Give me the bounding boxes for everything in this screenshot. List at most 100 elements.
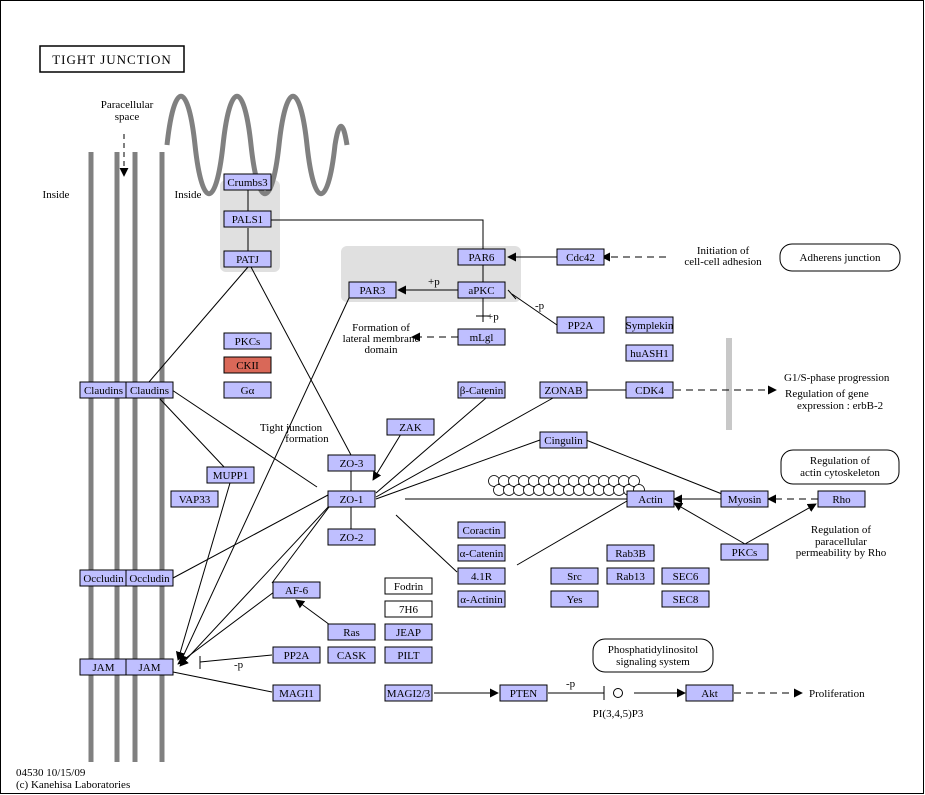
gene-label-mupp1: MUPP1 xyxy=(213,470,248,482)
gene-label-symplekin: Symplekin xyxy=(626,320,674,332)
gene-label-pilt: PILT xyxy=(397,650,419,662)
gene-node-mupp1[interactable]: MUPP1 xyxy=(206,466,255,484)
gene-node-mlgl[interactable]: mLgl xyxy=(457,328,506,346)
gene-node-magi23[interactable]: MAGI2/3 xyxy=(384,684,433,702)
gene-node-yes[interactable]: Yes xyxy=(550,590,599,608)
gene-label-coractin: Coractin xyxy=(463,525,501,537)
gene-node-apkc[interactable]: aPKC xyxy=(457,281,506,299)
pathway-phosphatidylinositol-signaling[interactable]: Phosphatidylinositol signaling system xyxy=(592,638,714,673)
gene-node-akt[interactable]: Akt xyxy=(685,684,734,702)
gene-node-rab13[interactable]: Rab13 xyxy=(606,567,655,585)
label-reg-gene-2: expression : erbB-2 xyxy=(797,400,883,412)
gene-label-claudins-a: Claudins xyxy=(84,385,123,397)
gene-node-jam-b[interactable]: JAM xyxy=(125,658,174,676)
label-tj-formation-2: formation xyxy=(285,433,329,445)
gene-label-zonab: ZONAB xyxy=(545,385,583,397)
gene-node-ras[interactable]: Ras xyxy=(327,623,376,641)
label-initiation: Initiation of xyxy=(697,245,750,257)
gene-node-r41[interactable]: 4.1R xyxy=(457,567,506,585)
gene-label-claudins-b: Claudins xyxy=(130,385,169,397)
gene-node-aactinin[interactable]: α-Actinin xyxy=(457,590,506,608)
gene-node-sec6[interactable]: SEC6 xyxy=(661,567,710,585)
gene-label-myosin: Myosin xyxy=(728,494,762,506)
gene-node-symplekin[interactable]: Symplekin xyxy=(625,316,674,334)
gene-label-galpha: Gα xyxy=(241,385,255,397)
gene-label-occludin-b: Occludin xyxy=(129,573,170,585)
label-lateral-membrane: Formation of xyxy=(352,322,410,334)
gene-label-crumbs3: Crumbs3 xyxy=(227,177,268,189)
gene-node-cdc42[interactable]: Cdc42 xyxy=(556,248,605,266)
gene-label-jam-a: JAM xyxy=(92,662,114,674)
gene-node-pals1[interactable]: PALS1 xyxy=(223,210,272,228)
gene-label-src: Src xyxy=(567,571,582,583)
footer-copyright: (c) Kanehisa Laboratories xyxy=(16,779,130,791)
gene-node-zak[interactable]: ZAK xyxy=(386,418,435,436)
gene-node-pilt[interactable]: PILT xyxy=(384,646,433,664)
gene-node-coractin[interactable]: Coractin xyxy=(457,521,506,539)
gene-node-actin[interactable]: Actin xyxy=(626,490,675,508)
gene-label-pkcs-right: PKCs xyxy=(732,547,758,559)
gene-node-jeap[interactable]: JEAP xyxy=(384,623,433,641)
gene-node-claudins-a[interactable]: Claudins xyxy=(79,381,128,399)
gene-node-zonab[interactable]: ZONAB xyxy=(539,381,588,399)
gene-label-aactinin: α-Actinin xyxy=(460,594,503,606)
gene-label-fodrin: Fodrin xyxy=(394,581,424,593)
gene-label-rab3b: Rab3B xyxy=(615,548,646,560)
gene-node-fodrin[interactable]: Fodrin xyxy=(384,577,433,595)
gene-label-huash1: huASH1 xyxy=(630,348,669,360)
gene-node-pkcs-left[interactable]: PKCs xyxy=(223,332,272,350)
gene-node-ckii[interactable]: CKII xyxy=(223,356,272,374)
gene-label-h7h6: 7H6 xyxy=(399,604,418,616)
gene-node-occludin-b[interactable]: Occludin xyxy=(125,569,174,587)
gene-node-pp2a-bottom[interactable]: PP2A xyxy=(272,646,321,664)
gene-node-claudins-b[interactable]: Claudins xyxy=(125,381,174,399)
gene-node-zo3[interactable]: ZO-3 xyxy=(327,454,376,472)
gene-node-cdk4[interactable]: CDK4 xyxy=(625,381,674,399)
label-paracellular: Paracellular xyxy=(101,99,154,111)
gene-label-patj: PATJ xyxy=(236,254,260,266)
pathway-regulation-actin-cytoskeleton[interactable]: Regulation of actin cytoskeleton xyxy=(780,449,900,485)
gene-label-rab13: Rab13 xyxy=(616,571,645,583)
gene-node-cingulin[interactable]: Cingulin xyxy=(539,431,588,449)
gene-node-h7h6[interactable]: 7H6 xyxy=(384,600,433,618)
gene-node-myosin[interactable]: Myosin xyxy=(720,490,769,508)
label-tj-formation: Tight junction xyxy=(260,422,323,434)
gene-node-bcatenin[interactable]: β-Catenin xyxy=(457,381,506,399)
gene-node-zo2[interactable]: ZO-2 xyxy=(327,528,376,546)
gene-node-vap33[interactable]: VAP33 xyxy=(170,490,219,508)
gene-node-rab3b[interactable]: Rab3B xyxy=(606,544,655,562)
gene-label-zo3: ZO-3 xyxy=(340,458,364,470)
gene-label-cdc42: Cdc42 xyxy=(566,252,595,264)
svg-text:Regulation of: Regulation of xyxy=(810,455,871,467)
pathway-adherens-junction[interactable]: Adherens junction xyxy=(779,243,901,272)
gene-label-jeap: JEAP xyxy=(396,627,421,639)
gene-label-akt: Akt xyxy=(701,688,718,700)
map-title: TIGHT JUNCTION xyxy=(39,45,185,73)
gene-node-huash1[interactable]: huASH1 xyxy=(625,344,674,362)
gene-node-patj[interactable]: PATJ xyxy=(223,250,272,268)
gene-node-af6[interactable]: AF-6 xyxy=(272,581,321,599)
gene-node-cask[interactable]: CASK xyxy=(327,646,376,664)
gene-node-rho[interactable]: Rho xyxy=(817,490,866,508)
gene-label-par6: PAR6 xyxy=(469,252,495,264)
gene-node-occludin-a[interactable]: Occludin xyxy=(79,569,128,587)
gene-node-jam-a[interactable]: JAM xyxy=(79,658,128,676)
gene-node-crumbs3[interactable]: Crumbs3 xyxy=(223,173,272,191)
gene-node-galpha[interactable]: Gα xyxy=(223,381,272,399)
gene-label-apkc: aPKC xyxy=(468,285,494,297)
gene-node-magi1[interactable]: MAGI1 xyxy=(272,684,321,702)
gene-node-par6[interactable]: PAR6 xyxy=(457,248,506,266)
gene-node-src[interactable]: Src xyxy=(550,567,599,585)
gene-node-pten[interactable]: PTEN xyxy=(499,684,548,702)
gene-label-occludin-a: Occludin xyxy=(83,573,124,585)
gene-node-zo1[interactable]: ZO-1 xyxy=(327,490,376,508)
gene-label-sec8: SEC8 xyxy=(673,594,699,606)
gene-node-sec8[interactable]: SEC8 xyxy=(661,590,710,608)
gene-label-jam-b: JAM xyxy=(138,662,160,674)
pip3-compound[interactable] xyxy=(613,688,623,698)
gene-node-pp2a-top[interactable]: PP2A xyxy=(556,316,605,334)
gene-label-sec6: SEC6 xyxy=(673,571,699,583)
gene-node-par3[interactable]: PAR3 xyxy=(348,281,397,299)
gene-node-acatenin[interactable]: α-Catenin xyxy=(457,544,506,562)
gene-node-pkcs-right[interactable]: PKCs xyxy=(720,543,769,561)
